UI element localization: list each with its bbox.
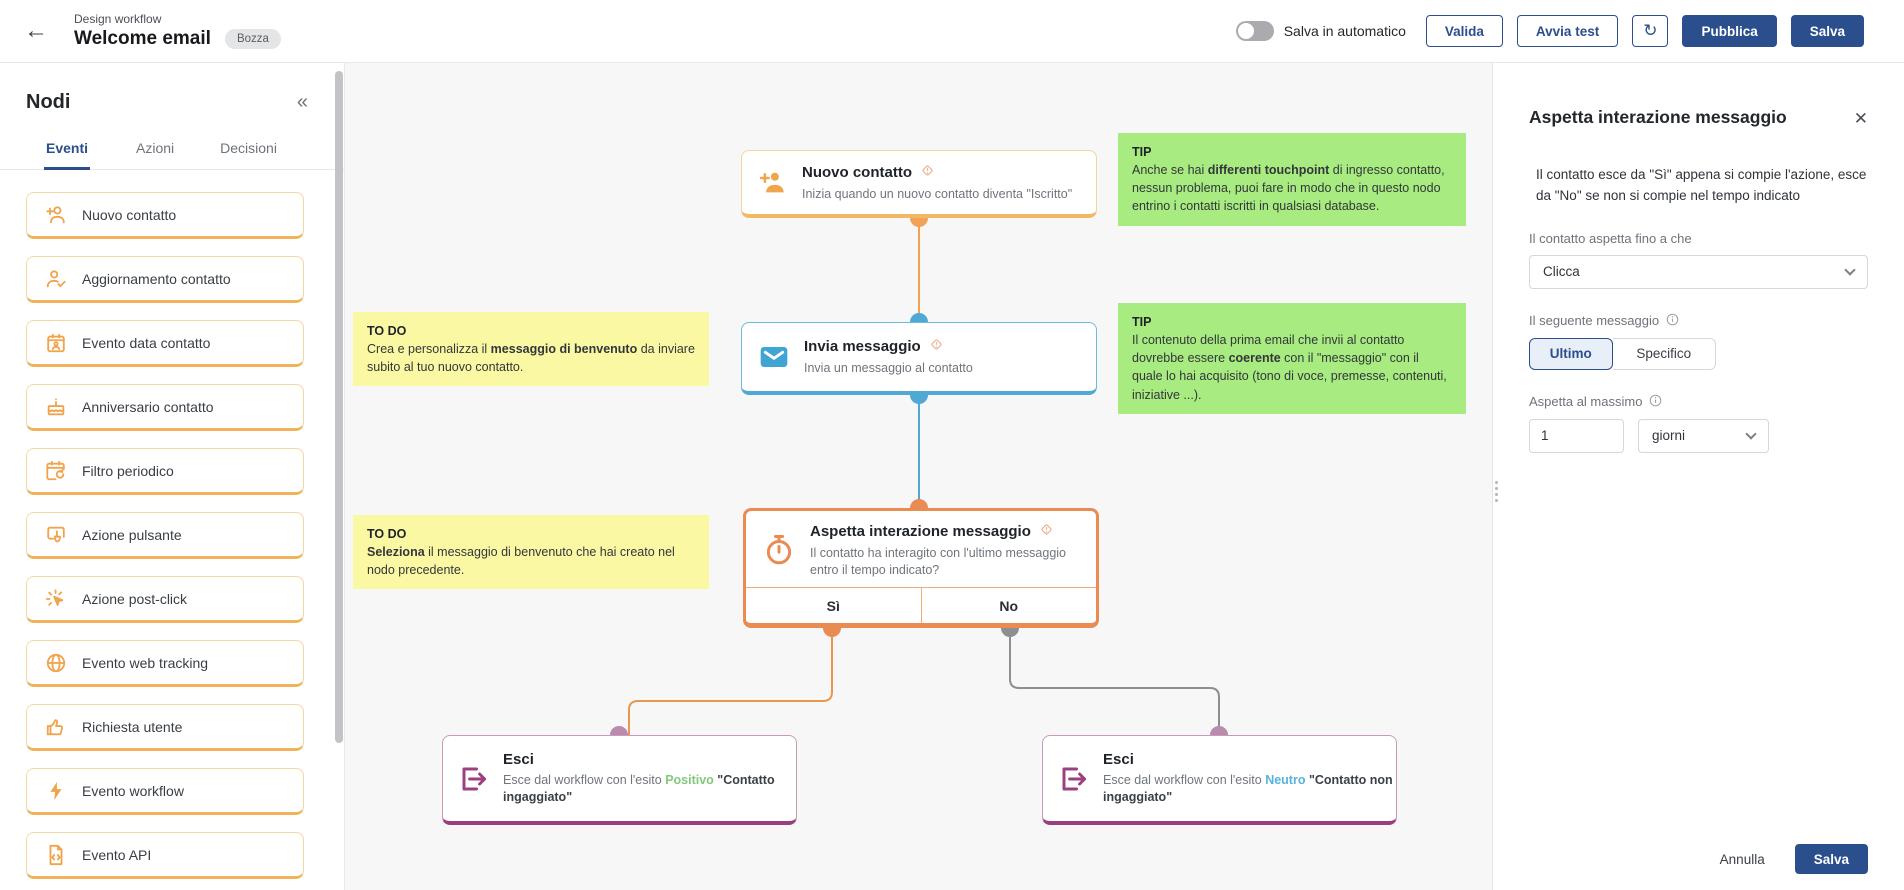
palette-item-evento-workflow[interactable]: Evento workflow <box>26 768 304 815</box>
node-invia-messaggio[interactable]: Invia messaggio Invia un messaggio al co… <box>741 322 1097 395</box>
person-add-icon <box>758 168 788 198</box>
palette-item-azione-pulsante[interactable]: Azione pulsante <box>26 512 304 559</box>
max-wait-unit-select[interactable]: giorni <box>1638 418 1769 453</box>
cancel-button[interactable]: Annulla <box>1719 851 1765 867</box>
calendar-refresh-icon <box>45 460 67 482</box>
wait-until-label: Il contatto aspetta fino a che <box>1529 230 1692 246</box>
outcome-positivo: Positivo <box>665 772 714 787</box>
chevron-down-icon <box>1844 264 1856 276</box>
max-wait-label: Aspetta al massimo <box>1529 394 1643 410</box>
palette-item-aggiornamento-contatto[interactable]: Aggiornamento contatto <box>26 256 304 303</box>
palette-item-anniversario-contatto[interactable]: Anniversario contatto <box>26 384 304 431</box>
header-actions: Salva in automatico Valida Avvia test ↻ … <box>1235 15 1864 47</box>
exit-icon <box>459 764 489 794</box>
title-block: Design workflow Welcome email Bozza <box>74 12 281 50</box>
panel-title: Aspetta interazione messaggio <box>1529 107 1787 127</box>
chevron-down-icon <box>1745 428 1757 440</box>
info-icon[interactable] <box>1649 394 1662 410</box>
palette-item-evento-data-contatto[interactable]: Evento data contatto <box>26 320 304 367</box>
warning-diamond-icon <box>929 337 944 356</box>
refresh-button[interactable]: ↻ <box>1632 15 1669 47</box>
palette-item-evento-api[interactable]: Evento API <box>26 832 304 879</box>
node-aspetta-interazione[interactable]: Aspetta interazione messaggio Il contatt… <box>743 508 1099 628</box>
mail-icon <box>758 341 790 373</box>
message-segmented-control: Ultimo Specifico <box>1529 337 1716 370</box>
sidebar-title: Nodi <box>26 91 71 113</box>
breadcrumb: Design workflow <box>74 12 162 26</box>
cake-icon <box>45 396 67 418</box>
wait-until-select[interactable]: Clicca <box>1529 254 1868 289</box>
palette-item-azione-post-click[interactable]: Azione post-click <box>26 576 304 623</box>
person-check-icon <box>45 268 67 290</box>
palette-item-nuovo-contatto[interactable]: Nuovo contatto <box>26 192 304 239</box>
nodes-sidebar: Nodi « Eventi Azioni Decisioni Nuovo con… <box>0 63 345 890</box>
header-save-button[interactable]: Salva <box>1790 15 1864 47</box>
person-add-icon <box>45 204 67 226</box>
button-tap-icon <box>45 524 67 546</box>
lightning-icon <box>45 780 67 802</box>
validate-button[interactable]: Valida <box>1425 15 1503 47</box>
tab-decisioni[interactable]: Decisioni <box>220 140 277 156</box>
panel-resize-handle[interactable] <box>1495 481 1498 502</box>
branch-row: Sì No <box>746 587 1096 623</box>
globe-icon <box>45 652 67 674</box>
segment-ultimo[interactable]: Ultimo <box>1529 337 1613 370</box>
panel-save-button[interactable]: Salva <box>1794 844 1868 874</box>
node-settings-panel: Aspetta interazione messaggio ✕ Il conta… <box>1492 63 1904 890</box>
branch-yes[interactable]: Sì <box>746 588 922 623</box>
message-label: Il seguente messaggio <box>1529 313 1660 329</box>
node-esci-neutro[interactable]: Esci Esce dal workflow con l'esito Neutr… <box>1042 735 1397 825</box>
info-icon[interactable] <box>1666 313 1679 329</box>
node-palette: Nuovo contatto Aggiornamento contatto Ev… <box>0 170 344 879</box>
max-wait-input[interactable] <box>1529 418 1624 453</box>
outcome-neutro: Neutro <box>1265 772 1306 787</box>
cursor-click-icon <box>45 588 67 610</box>
node-nuovo-contatto[interactable]: Nuovo contatto Inizia quando un nuovo co… <box>741 150 1097 218</box>
status-badge: Bozza <box>224 29 281 49</box>
autosave-toggle[interactable] <box>1235 21 1274 41</box>
panel-description: Il contatto esce da "Sì" appena si compi… <box>1536 167 1867 203</box>
refresh-icon: ↻ <box>1643 21 1658 40</box>
stopwatch-icon <box>762 533 796 567</box>
exit-icon <box>1059 764 1089 794</box>
warning-diamond-icon <box>1039 522 1054 541</box>
node-esci-positivo[interactable]: Esci Esce dal workflow con l'esito Posit… <box>442 735 797 825</box>
autosave-label: Salva in automatico <box>1283 23 1406 39</box>
toggle-knob <box>1237 23 1254 39</box>
top-header: ← Design workflow Welcome email Bozza Sa… <box>0 0 1904 63</box>
file-code-icon <box>45 844 67 866</box>
start-test-button[interactable]: Avvia test <box>1516 15 1619 47</box>
sidebar-tabs: Eventi Azioni Decisioni <box>0 114 344 170</box>
close-icon[interactable]: ✕ <box>1853 109 1868 128</box>
calendar-contact-icon <box>45 332 67 354</box>
palette-item-evento-web-tracking[interactable]: Evento web tracking <box>26 640 304 687</box>
page-title: Welcome email <box>74 28 211 49</box>
tab-azioni[interactable]: Azioni <box>136 140 175 156</box>
warning-diamond-icon <box>920 163 935 182</box>
tab-eventi[interactable]: Eventi <box>44 140 91 170</box>
thumbs-up-icon <box>45 716 67 738</box>
sidebar-scrollbar[interactable] <box>335 71 343 743</box>
segment-specifico[interactable]: Specifico <box>1612 337 1716 370</box>
palette-item-richiesta-utente[interactable]: Richiesta utente <box>26 704 304 751</box>
publish-button[interactable]: Pubblica <box>1682 15 1777 47</box>
branch-no[interactable]: No <box>999 597 1019 614</box>
collapse-sidebar-icon[interactable]: « <box>296 91 308 113</box>
back-arrow-icon[interactable]: ← <box>24 17 48 44</box>
palette-item-filtro-periodico[interactable]: Filtro periodico <box>26 448 304 495</box>
